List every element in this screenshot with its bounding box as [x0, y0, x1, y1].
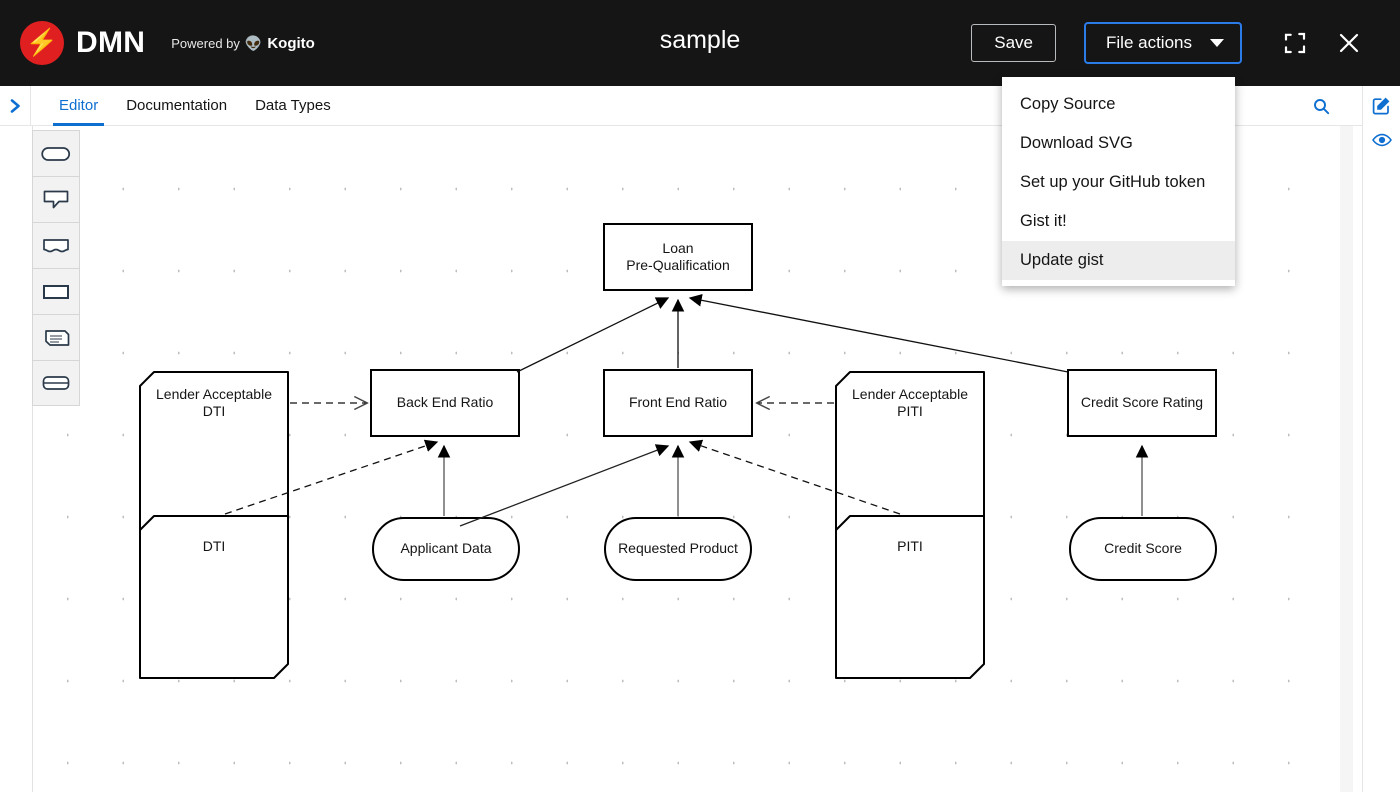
- menu-item-copy-source[interactable]: Copy Source: [1020, 95, 1116, 113]
- tabs: Editor Documentation Data Types: [45, 86, 345, 126]
- file-actions-wrap: File actions: [1084, 22, 1242, 64]
- brand: ⚡ DMN Powered by 👽 Kogito: [20, 21, 315, 65]
- brand-name: DMN: [76, 26, 146, 59]
- edge-credit-score-rating-to-loan[interactable]: [688, 293, 1069, 373]
- close-icon[interactable]: [1326, 20, 1372, 66]
- tab-divider: [30, 85, 31, 126]
- edge-dti-to-back-end-ratio[interactable]: [224, 439, 439, 515]
- node-label-credit-score-rating: Credit Score Rating: [1068, 370, 1216, 436]
- edit-properties-icon[interactable]: [1372, 96, 1391, 120]
- shape-palette: [32, 130, 80, 406]
- node-text: DTI: [202, 538, 226, 555]
- diagram-svg: [139, 223, 1217, 679]
- right-rail: [1362, 86, 1400, 792]
- tab-data-types[interactable]: Data Types: [255, 97, 331, 114]
- palette-text-annotation-icon[interactable]: [32, 176, 80, 222]
- node-label-front-end-ratio: Front End Ratio: [604, 370, 752, 436]
- menu-item-setup-github-token[interactable]: Set up your GitHub token: [1020, 173, 1206, 191]
- menu-item-gist-it[interactable]: Gist it!: [1020, 212, 1067, 230]
- search-icon[interactable]: [1304, 86, 1338, 126]
- node-label-requested-product: Requested Product: [605, 518, 751, 580]
- node-label-piti: PITI: [836, 516, 984, 578]
- node-text: Credit Score: [1104, 540, 1182, 557]
- dmn-logo: ⚡: [20, 21, 64, 65]
- file-actions-button[interactable]: File actions: [1084, 22, 1242, 64]
- palette-knowledge-source-icon[interactable]: [32, 222, 80, 268]
- node-front-end-ratio[interactable]: [603, 369, 753, 437]
- node-text: Requested Product: [618, 540, 738, 557]
- node-credit-score[interactable]: [1069, 517, 1217, 581]
- chevron-right-icon[interactable]: [0, 86, 30, 126]
- edge-applicant-data-to-front-end-ratio[interactable]: [459, 444, 670, 527]
- top-actions: Save File actions: [971, 0, 1400, 86]
- file-actions-label: File actions: [1106, 33, 1192, 52]
- node-label-back-end-ratio: Back End Ratio: [371, 370, 519, 436]
- palette-input-data-icon[interactable]: [32, 130, 80, 176]
- menu-item-update-gist[interactable]: Update gist: [1002, 241, 1235, 280]
- node-label-applicant-data: Applicant Data: [373, 518, 519, 580]
- node-dti[interactable]: [139, 515, 289, 679]
- palette-decision-icon[interactable]: [32, 268, 80, 314]
- canvas-vertical-scrollbar[interactable]: [1340, 126, 1353, 792]
- fullscreen-icon[interactable]: [1272, 20, 1318, 66]
- node-back-end-ratio[interactable]: [370, 369, 520, 437]
- node-text: Front End Ratio: [628, 394, 728, 411]
- tab-editor[interactable]: Editor: [45, 86, 112, 126]
- node-text: Back End Ratio: [396, 394, 494, 411]
- node-text: Credit Score Rating: [1080, 394, 1204, 411]
- node-piti[interactable]: [835, 515, 985, 679]
- kogito-mascot-icon: 👽: [244, 34, 263, 51]
- node-applicant-data[interactable]: [372, 517, 520, 581]
- edge-piti-to-front-end-ratio[interactable]: [688, 439, 901, 515]
- palette-decision-service-icon[interactable]: [32, 360, 80, 406]
- node-label-dti: DTI: [140, 516, 288, 578]
- eye-preview-icon[interactable]: [1371, 132, 1392, 153]
- palette-business-knowledge-model-icon[interactable]: [32, 314, 80, 360]
- kogito-name: Kogito: [267, 34, 315, 52]
- lightning-bolt-icon: ⚡: [25, 27, 59, 57]
- top-toolbar: ⚡ DMN Powered by 👽 Kogito sample Save Fi…: [0, 0, 1400, 86]
- powered-by-label: Powered by: [171, 35, 240, 51]
- powered-by: Powered by 👽 Kogito: [171, 35, 315, 52]
- node-label-credit-score: Credit Score: [1070, 518, 1216, 580]
- tab-documentation[interactable]: Documentation: [126, 97, 228, 114]
- node-text: Applicant Data: [400, 540, 492, 557]
- save-button[interactable]: Save: [971, 24, 1057, 62]
- file-actions-menu: Copy Source Download SVG Set up your Git…: [1002, 77, 1235, 286]
- node-text: PITI: [897, 538, 923, 555]
- menu-item-download-svg[interactable]: Download SVG: [1020, 134, 1133, 152]
- chevron-down-icon: [1210, 39, 1224, 47]
- node-credit-score-rating[interactable]: [1067, 369, 1217, 437]
- edge-back-end-ratio-to-loan[interactable]: [516, 297, 670, 373]
- node-requested-product[interactable]: [604, 517, 752, 581]
- node-loan-pre-qualification[interactable]: [603, 223, 753, 291]
